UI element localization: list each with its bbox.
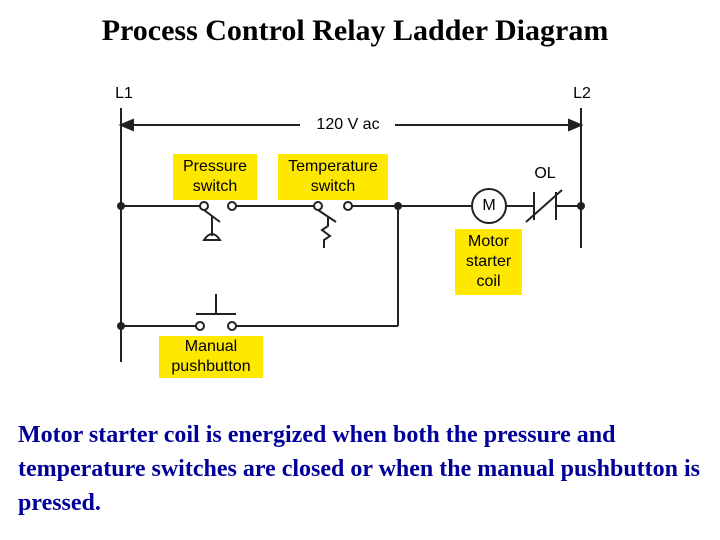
motor-coil-label-bg: [455, 229, 522, 295]
rail-l1-label: L1: [115, 85, 133, 102]
pushbutton-label-text: Manual pushbutton: [171, 338, 251, 375]
junction-dot: [394, 202, 402, 210]
rail-l2-label: L2: [573, 85, 591, 102]
motor-coil-label: Motor starter coil: [455, 229, 522, 295]
pushbutton-contact-left: [195, 321, 205, 331]
overload-contact-slash: [525, 189, 563, 223]
junction-dot: [117, 322, 125, 330]
motor-coil-circle: [471, 188, 507, 224]
pushbutton-label: Manual pushbutton: [159, 336, 263, 378]
pressure-switch-label-text: Pressure switch: [182, 158, 248, 195]
temperature-switch-element: [320, 216, 332, 248]
pressure-switch-diaphragm: [202, 233, 222, 241]
page-title: Process Control Relay Ladder Diagram: [101, 14, 609, 47]
pushbutton-contact-right: [227, 321, 237, 331]
temperature-switch-label: Temperature switch: [278, 154, 388, 200]
pressure-switch-label: Pressure switch: [173, 154, 257, 200]
pressure-switch-contact-right: [227, 201, 237, 211]
temperature-switch-label-bg: [278, 154, 388, 200]
motor-coil-label-text: Motor starter coil: [465, 233, 512, 290]
temperature-switch-contact-left: [313, 201, 323, 211]
voltage-label: 120 V ac: [316, 116, 380, 133]
pressure-switch-label-bg: [173, 154, 257, 200]
junction-dot: [117, 202, 125, 210]
caption-text: Motor starter coil is energized when bot…: [18, 422, 701, 516]
motor-symbol: M: [482, 197, 496, 214]
pushbutton-label-bg: [159, 336, 263, 378]
temperature-switch-contact-right: [343, 201, 353, 211]
arrowhead-right: [568, 118, 584, 132]
temperature-switch-label-text: Temperature switch: [288, 158, 378, 195]
overload-label: OL: [534, 165, 556, 182]
junction-dot: [577, 202, 585, 210]
pressure-switch-contact-left: [199, 201, 209, 211]
arrowhead-left: [118, 118, 134, 132]
